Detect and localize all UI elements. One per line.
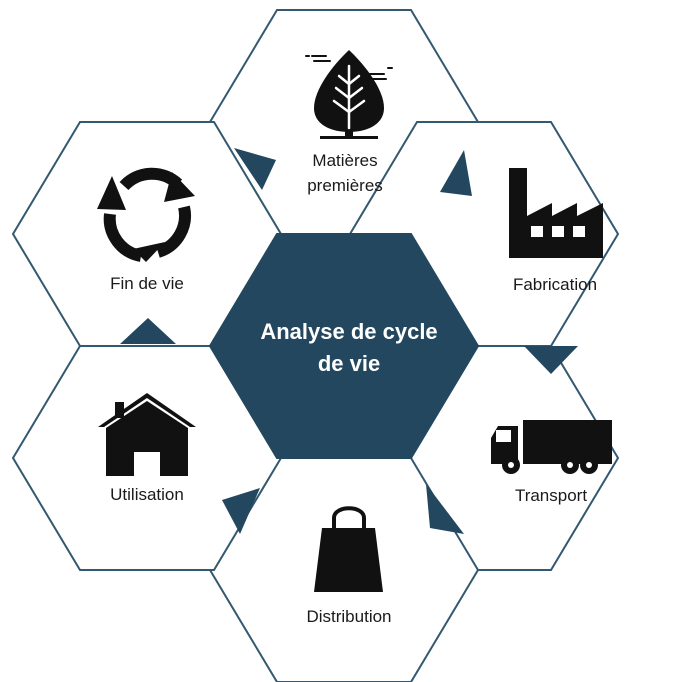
label-transport: Transport — [515, 486, 587, 505]
truck-icon — [491, 420, 612, 474]
label-raw-materials-line1: Matières — [312, 151, 377, 170]
arrow-raw-to-manufacturing — [440, 150, 472, 196]
label-raw-materials-line2: premières — [307, 176, 383, 195]
house-icon — [98, 393, 196, 476]
arrow-distribution-to-use — [222, 488, 260, 534]
factory-icon — [509, 168, 603, 258]
label-end-of-life: Fin de vie — [110, 274, 184, 293]
center-title-line1: Analyse de cycle — [260, 319, 437, 344]
label-use: Utilisation — [110, 485, 184, 504]
recycle-icon — [97, 167, 195, 262]
label-distribution: Distribution — [306, 607, 391, 626]
label-manufacturing: Fabrication — [513, 275, 597, 294]
leaf-icon — [305, 50, 393, 139]
hex-center — [208, 233, 480, 459]
arrow-transport-to-distribution — [426, 484, 464, 534]
arrow-use-to-end-of-life — [120, 318, 176, 344]
shopping-bag-icon — [314, 506, 383, 592]
center-title-line2: de vie — [318, 351, 380, 376]
arrow-end-of-life-to-raw — [234, 148, 276, 190]
arrow-manufacturing-to-transport — [524, 346, 578, 374]
